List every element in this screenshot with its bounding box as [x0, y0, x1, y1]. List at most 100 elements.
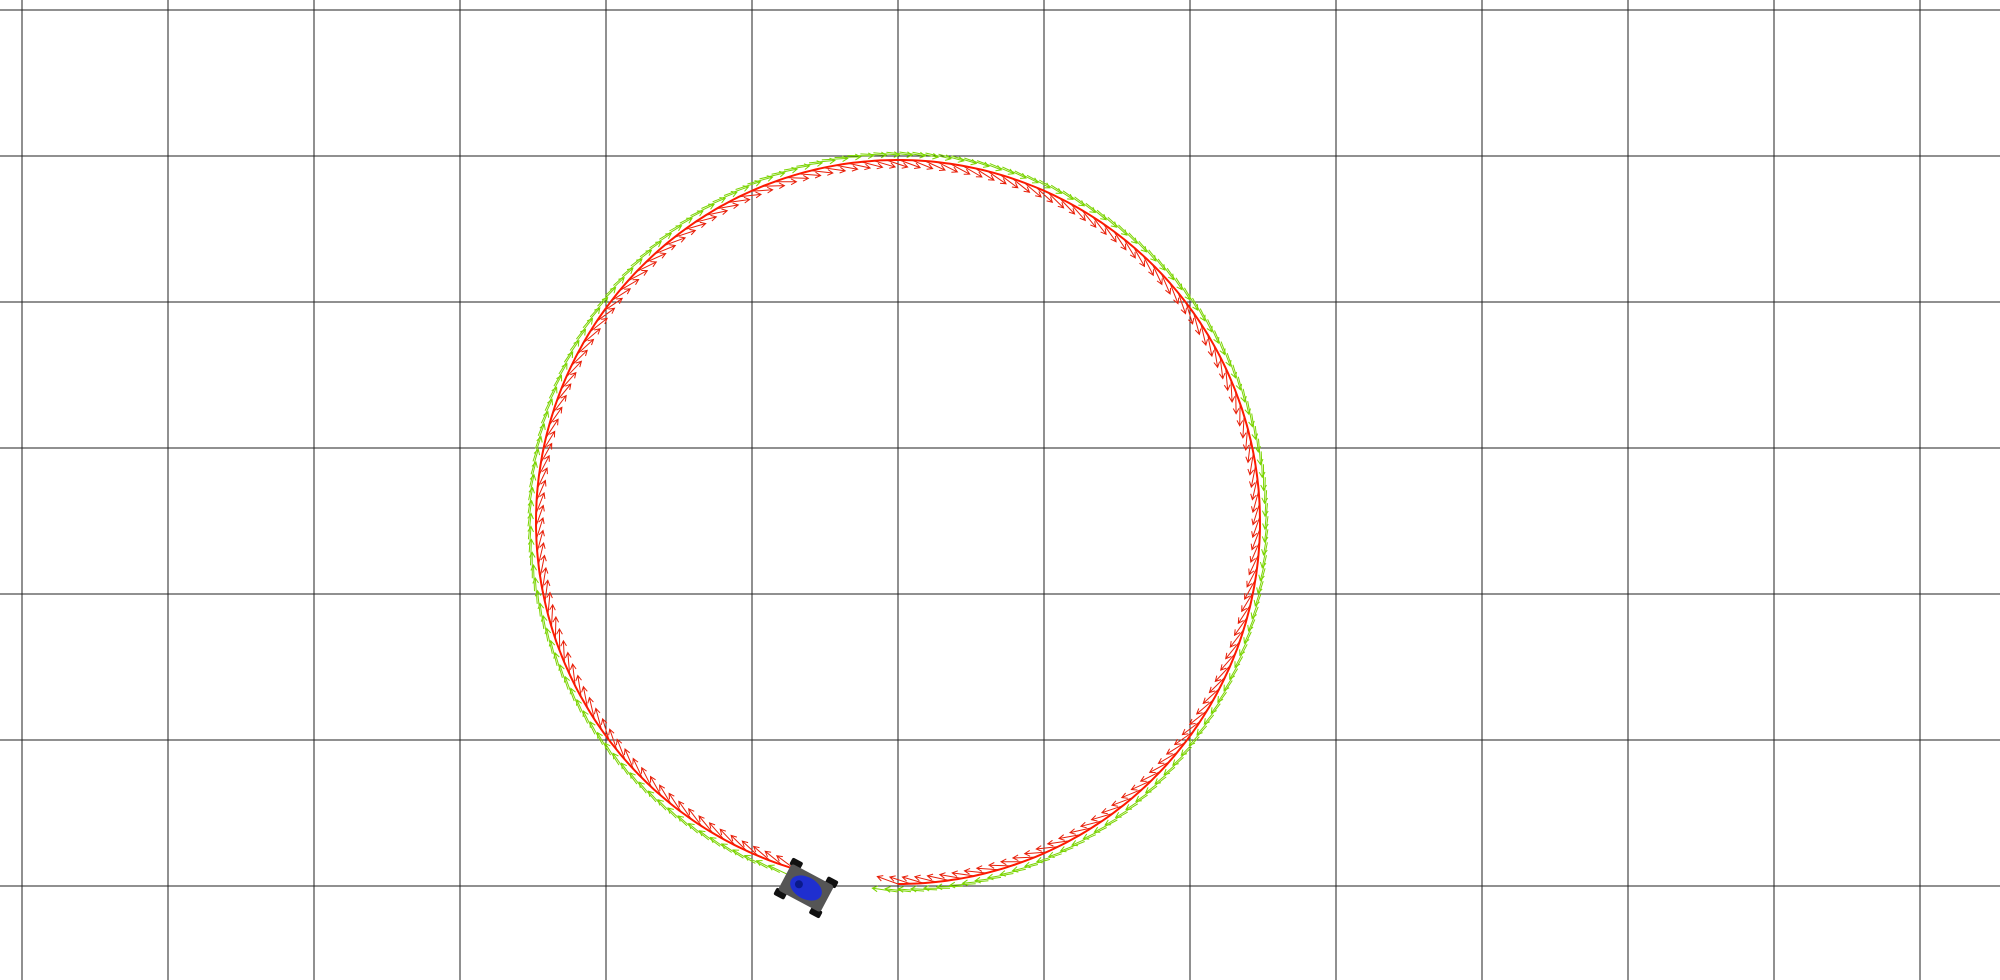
goal-arrow [1259, 542, 1268, 569]
pose-arrow [1011, 178, 1031, 193]
pose-arrow [1177, 292, 1187, 315]
goal-arrow [553, 651, 563, 678]
pose-arrow [1250, 478, 1258, 501]
goal-arrow [1203, 703, 1221, 725]
goal-arrow [1237, 376, 1247, 403]
pose-arrow [678, 800, 692, 820]
goal-arrow [563, 675, 575, 702]
goal-arrow [659, 225, 683, 240]
pose-arrow [963, 867, 987, 875]
pose-arrow [1233, 617, 1248, 637]
pose-arrow [1081, 209, 1097, 229]
goal-arrows [527, 151, 1269, 893]
goal-arrow [537, 410, 550, 436]
pose-arrow [1181, 721, 1201, 736]
goal-arrow [540, 398, 553, 424]
goal-arrow [938, 153, 965, 163]
pose-arrow [951, 870, 975, 877]
pose-arrow [548, 406, 563, 426]
pose-arrow [1241, 592, 1254, 613]
pose-arrow [654, 244, 677, 255]
pose-arrow [1213, 345, 1221, 369]
robot-car[interactable] [773, 857, 839, 919]
goal-arrow [709, 836, 732, 853]
goal-arrow [1188, 725, 1208, 746]
goal-arrow [677, 815, 699, 834]
goal-arrow [596, 731, 612, 756]
pose-arrow [937, 161, 959, 173]
pose-arrow [975, 167, 995, 181]
pose-arrow [564, 651, 572, 675]
pose-arrow [536, 529, 545, 552]
pose-arrow [581, 685, 589, 709]
goal-arrow [534, 423, 546, 449]
goal-arrow [1260, 464, 1267, 492]
pose-arrow [924, 160, 946, 171]
pose-arrow [538, 541, 546, 565]
pose-arrow [1100, 805, 1123, 815]
pose-arrow [615, 738, 626, 760]
pose-arrow [861, 161, 884, 170]
pose-arrow [926, 873, 950, 881]
pose-arrow [705, 208, 729, 216]
pose-arrow [688, 807, 703, 827]
robot-sensor [794, 880, 803, 889]
goal-arrow [1002, 166, 1027, 179]
goal-arrow [1107, 216, 1128, 236]
pose-arrow [1232, 391, 1240, 415]
pose-arrow [623, 748, 635, 770]
pose-arrow [1246, 567, 1258, 588]
goal-arrow [582, 307, 601, 329]
pose-arrow [899, 159, 922, 169]
robot-wheel [825, 876, 839, 889]
goal-arrow [553, 362, 568, 387]
pose-arrow [659, 784, 672, 805]
goal-arrow [860, 151, 888, 159]
pose-arrow [1225, 641, 1240, 660]
pose-arrow [596, 307, 616, 322]
pose-arrow [719, 828, 736, 846]
pose-arrow [1249, 541, 1260, 564]
goal-arrow [1114, 803, 1139, 819]
goal-arrow [1074, 196, 1097, 214]
goal-arrow [1261, 516, 1269, 544]
pose-arrow [552, 615, 560, 639]
pose-arrow [1251, 490, 1260, 514]
pose-arrow [1113, 231, 1127, 251]
goal-arrow [1217, 680, 1233, 703]
pose-arrow [1228, 379, 1236, 403]
pose-arrow [1120, 788, 1143, 799]
goal-arrow [669, 217, 694, 232]
pose-arrow [764, 850, 783, 866]
pose-arrow [1218, 356, 1226, 380]
pose-arrow [1165, 741, 1186, 755]
pose-arrow [664, 236, 687, 246]
goal-arrow [530, 564, 538, 592]
goal-arrow [1262, 503, 1269, 531]
pose-arrow [752, 845, 771, 862]
goal-arrow [871, 885, 899, 893]
pose-arrow [1068, 827, 1092, 835]
goal-arrow [544, 386, 558, 411]
goal-arrow [1144, 776, 1167, 794]
goal-arrow [735, 180, 762, 190]
pose-arrow [668, 792, 682, 813]
goal-arrow [569, 328, 587, 351]
goal-arrow [743, 854, 768, 869]
pose-arrow [1237, 604, 1251, 625]
pose-arrow [674, 228, 697, 238]
pose-arrow [632, 757, 643, 779]
goal-arrow [1234, 644, 1248, 669]
goal-arrow [612, 752, 629, 775]
goal-arrow [1135, 785, 1158, 803]
goal-arrow [530, 448, 541, 475]
goal-arrow [540, 614, 549, 642]
goal-arrow [527, 538, 535, 566]
goal-arrow [712, 191, 738, 203]
pose-arrow [1245, 440, 1252, 464]
pose-arrow [1130, 780, 1152, 791]
goal-arrow [897, 886, 925, 893]
goal-arrow [638, 781, 657, 803]
